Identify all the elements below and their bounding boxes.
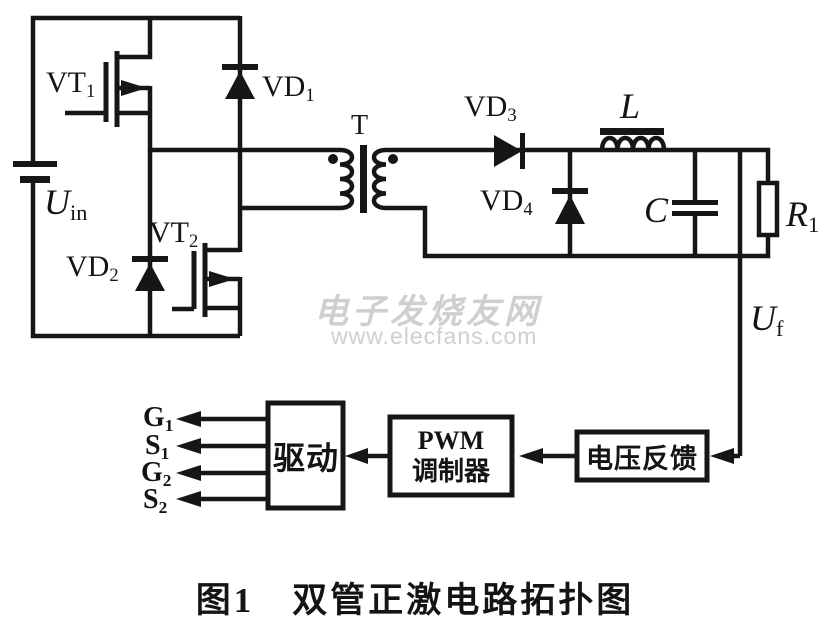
arrowhead [519,448,543,464]
label-vd2: VD2 [66,250,119,287]
watermark-site-name: 电子发烧友网 [314,294,542,331]
inductor-core-bar [600,128,664,135]
transformer-primary-coil [339,147,355,211]
pwm-line2: 调制器 [411,457,490,486]
inductor-coil [599,135,667,151]
vd2-triangle [135,263,165,291]
mosfet-vt2-icon [172,243,243,336]
feedback-block-outline [574,429,710,483]
label-g2: G2 [141,457,172,490]
label-r1: R1 [786,194,820,238]
primary-polarity-dot [328,154,338,164]
g2-arrowhead [176,465,201,481]
inductor-icon [599,128,667,151]
s1-arrowhead [176,438,201,454]
label-vd1: VD1 [262,70,315,107]
cap-plate-top [672,200,718,205]
wire-output-bottom [386,205,771,259]
label-vd3: VD3 [464,90,517,127]
label-capacitor: C [644,190,669,230]
arrow-feedback-to-pwm [519,448,577,464]
vt1-drain-lead [119,16,153,60]
secondary-polarity-dot [388,154,398,164]
vd1-triangle [225,71,255,99]
s2-arrowhead [176,491,201,507]
vt2-arrow [209,271,235,287]
arrowhead [345,448,368,464]
transformer-secondary-coil [371,147,387,211]
figure-number: 图1 [195,581,255,620]
figure-caption: 图1 双管正激电路拓扑图 [0,572,830,623]
diode-vd1-icon [222,16,258,252]
vd4-triangle [555,195,585,224]
cap-plate-bottom [672,211,718,216]
feedback-block-label: 电压反馈 [586,443,698,474]
wire-bottom-rail [30,183,240,339]
mosfet-vt1-icon [65,16,153,152]
pwm-block-label: PWM 调制器 [392,420,510,492]
diode-vd2-icon [132,150,168,336]
pwm-line1: PWM [417,425,485,455]
label-vd4: VD4 [480,184,533,221]
transformer-icon [328,145,398,213]
battery-icon [13,161,57,183]
diode-vd4-icon [552,150,588,256]
resistor-icon [756,180,780,238]
label-transformer: T [351,110,369,141]
label-vt2: VT2 [149,216,199,253]
vd1-cathode-bar [222,64,258,70]
diode-vd3-icon [494,133,525,169]
label-g1: G1 [143,402,174,435]
battery-long-plate [13,161,57,167]
feedback-wire [710,148,743,464]
feedback-arrowhead [710,448,734,464]
capacitor-icon [672,150,718,256]
vd2-cathode-bar [132,256,168,262]
label-vt1: VT1 [46,66,96,103]
drive-block-label: 驱动 [272,439,339,476]
transformer-core [360,145,367,213]
pwm-block-outline [387,414,515,498]
label-uin: Uin [44,182,88,226]
drive-output-arrows [176,411,268,507]
label-s1: S1 [145,430,170,463]
label-inductor: L [620,86,641,126]
label-uf: Uf [750,298,784,342]
label-s2: S2 [143,484,168,517]
wire-top-rail [30,15,240,162]
drive-block-outline [265,400,346,511]
arrow-pwm-to-drive [345,448,390,464]
vd3-cathode-bar [520,133,525,169]
g1-arrowhead [176,411,201,427]
figure-title: 双管正激电路拓扑图 [292,581,635,620]
vd3-triangle [494,135,522,167]
vd4-cathode-bar [552,188,588,194]
battery-short-plate [20,176,50,183]
vt1-arrow [121,80,147,96]
wire-output-top [386,147,771,183]
watermark-site-url: www.elecfans.com [331,323,538,349]
